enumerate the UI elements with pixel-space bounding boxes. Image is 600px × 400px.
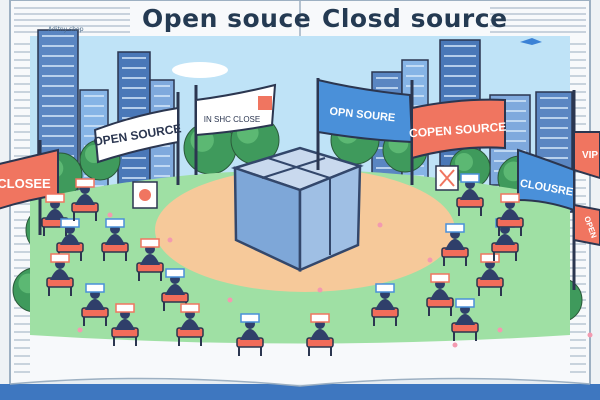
protest-sign	[500, 193, 520, 203]
person	[375, 299, 395, 310]
page-curl	[9, 377, 591, 387]
edge-flag-label: VIP	[582, 150, 598, 161]
person	[500, 209, 520, 220]
edge-flag	[573, 131, 600, 180]
protest-sign	[85, 283, 105, 293]
tree-highlight	[455, 153, 473, 171]
person	[310, 329, 330, 340]
person	[445, 239, 465, 250]
protest-sign	[165, 268, 185, 278]
caption-left: Aditny shop	[48, 26, 84, 33]
protest-sign	[240, 313, 260, 323]
protest-sign	[460, 173, 480, 183]
flower	[377, 222, 383, 228]
person	[60, 234, 80, 245]
bottom-strip	[0, 384, 600, 400]
person	[480, 269, 500, 280]
person	[495, 234, 515, 245]
person	[140, 254, 160, 265]
protest-sign	[310, 313, 330, 323]
protest-sign	[445, 223, 465, 233]
signboards	[132, 165, 459, 209]
protest-sign	[180, 303, 200, 313]
person	[85, 299, 105, 310]
bird	[520, 38, 542, 45]
flags: OPEN SOURCE IN SHC CLOSE OPN SOURE COPEN…	[0, 78, 600, 290]
protest-sign	[430, 273, 450, 283]
person	[430, 289, 450, 300]
flower	[77, 327, 83, 333]
protest-sign	[105, 218, 125, 228]
copen-source-flag-label: COPEN SOURCE	[409, 120, 507, 141]
flower	[167, 237, 173, 243]
central-box	[230, 146, 364, 272]
cloud	[172, 62, 228, 78]
edge-flag-lower	[573, 203, 600, 247]
protest-sign	[50, 253, 70, 263]
flower	[227, 297, 233, 303]
flowers	[77, 212, 593, 348]
protest-sign	[45, 193, 65, 203]
person	[75, 194, 95, 205]
flower	[452, 342, 458, 348]
open-source-flag	[93, 106, 179, 164]
protest-sign	[75, 178, 95, 188]
copen-source-flag	[411, 98, 506, 160]
person	[45, 209, 65, 220]
flower	[427, 257, 433, 263]
audience	[41, 173, 524, 356]
flower	[107, 212, 113, 218]
flower	[317, 287, 323, 293]
flower	[497, 327, 503, 333]
mid-left-flag-label: IN SHC CLOSE	[204, 115, 260, 124]
headline-closed-source: Closd source	[322, 4, 508, 33]
protest-sign	[140, 238, 160, 248]
protest-sign	[375, 283, 395, 293]
person	[115, 319, 135, 330]
protest-sign	[480, 253, 500, 263]
mid-left-flag	[195, 83, 277, 137]
protest-sign	[455, 298, 475, 308]
person	[105, 234, 125, 245]
headline-open-source: Open souce	[142, 4, 312, 33]
person	[50, 269, 70, 280]
person	[460, 189, 480, 200]
protest-sign	[60, 218, 80, 228]
closee-flag-label: CLOSEE	[0, 176, 51, 191]
person	[180, 319, 200, 330]
person	[165, 284, 185, 295]
protest-sign	[115, 303, 135, 313]
flower	[587, 332, 593, 338]
flag-emblem	[258, 96, 272, 110]
person	[455, 314, 475, 325]
person	[240, 329, 260, 340]
